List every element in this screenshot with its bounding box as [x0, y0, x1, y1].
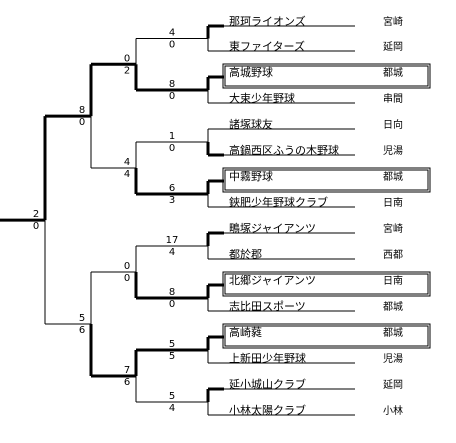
- team-box-11: [222, 271, 431, 297]
- team-region-2: 延岡: [383, 41, 403, 53]
- round2-score-top-0: 0: [124, 53, 130, 64]
- round2-score-bottom-0: 2: [124, 65, 130, 76]
- team-region-16: 小林: [383, 404, 403, 417]
- team-name-8: 鋏肥少年野球クラブ: [229, 195, 328, 209]
- team-name-6: 高鍋西区ふうの木野球: [229, 143, 339, 157]
- team-name-11: 北郷ジャイアンツ: [229, 273, 316, 287]
- round3-score-top-0: 8: [79, 105, 85, 116]
- round1-score-top-4: 17: [166, 235, 179, 246]
- round2-score-bottom-1: 4: [124, 169, 130, 180]
- round1-score-top-0: 4: [169, 28, 175, 39]
- round1-score-bottom-1: 0: [169, 91, 175, 102]
- round1-score-top-1: 8: [169, 79, 175, 90]
- team-name-13: 高崎蕤: [229, 325, 262, 339]
- team-name-5: 諸塚球友: [229, 117, 273, 131]
- team-box-inner-11: [224, 273, 429, 295]
- team-name-1: 那珂ライオンズ: [229, 14, 306, 28]
- team-name-14: 上新田少年野球: [229, 351, 306, 365]
- team-name-3: 高城野球: [229, 65, 273, 79]
- round2-score-bottom-2: 0: [124, 273, 130, 284]
- round1-score-top-5: 8: [169, 287, 175, 298]
- team-region-5: 日向: [383, 118, 403, 131]
- team-box-inner-3: [224, 65, 429, 87]
- round2-score-top-2: 0: [124, 261, 130, 272]
- round3-score-top-1: 5: [79, 313, 85, 324]
- round1-score-bottom-6: 5: [169, 351, 175, 362]
- round1-score-top-3: 6: [169, 183, 175, 194]
- team-name-12: 志比田スポーツ: [229, 300, 306, 313]
- team-name-9: 鴫塚ジャイアンツ: [229, 221, 316, 235]
- round2-score-top-3: 7: [124, 365, 130, 376]
- team-name-10: 都於郡: [229, 247, 262, 261]
- team-name-7: 中霧野球: [229, 169, 273, 183]
- team-region-9: 宮崎: [383, 222, 403, 235]
- team-region-1: 宮崎: [383, 15, 403, 28]
- team-region-14: 児湯: [383, 352, 403, 365]
- team-region-7: 都城: [383, 171, 403, 183]
- team-name-16: 小林太陽クラブ: [229, 403, 306, 417]
- round1-score-top-6: 5: [169, 339, 175, 350]
- final-score-bottom: 0: [33, 221, 39, 232]
- team-region-13: 都城: [383, 327, 403, 339]
- round1-score-bottom-3: 3: [169, 195, 175, 206]
- round3-score-bottom-1: 6: [79, 325, 85, 336]
- team-box-13: [222, 323, 431, 349]
- round2-score-bottom-3: 6: [124, 377, 130, 388]
- team-name-2: 東ファイターズ: [229, 39, 305, 53]
- round1-score-bottom-0: 0: [169, 40, 175, 51]
- team-region-11: 日南: [383, 274, 403, 287]
- round3-score-bottom-0: 0: [79, 117, 85, 128]
- team-region-6: 児湯: [383, 144, 403, 157]
- team-box-inner-13: [224, 325, 429, 347]
- round1-score-bottom-2: 0: [169, 143, 175, 154]
- team-box-inner-7: [224, 169, 429, 191]
- team-region-12: 都城: [383, 301, 403, 313]
- final-score-top: 2: [33, 209, 39, 220]
- round1-score-bottom-4: 4: [169, 247, 175, 258]
- round1-score-bottom-7: 4: [169, 403, 175, 414]
- round2-score-top-1: 4: [124, 157, 130, 168]
- team-region-8: 日南: [383, 196, 403, 209]
- round1-score-top-2: 1: [169, 131, 175, 142]
- round1-score-top-7: 5: [169, 391, 175, 402]
- team-region-10: 西都: [383, 249, 403, 261]
- team-name-15: 延小城山クラブ: [229, 377, 306, 391]
- round1-score-bottom-5: 0: [169, 299, 175, 310]
- team-region-3: 都城: [383, 67, 403, 79]
- team-region-4: 串間: [383, 93, 403, 105]
- team-name-4: 大束少年野球: [229, 91, 295, 105]
- team-region-15: 延岡: [383, 379, 403, 391]
